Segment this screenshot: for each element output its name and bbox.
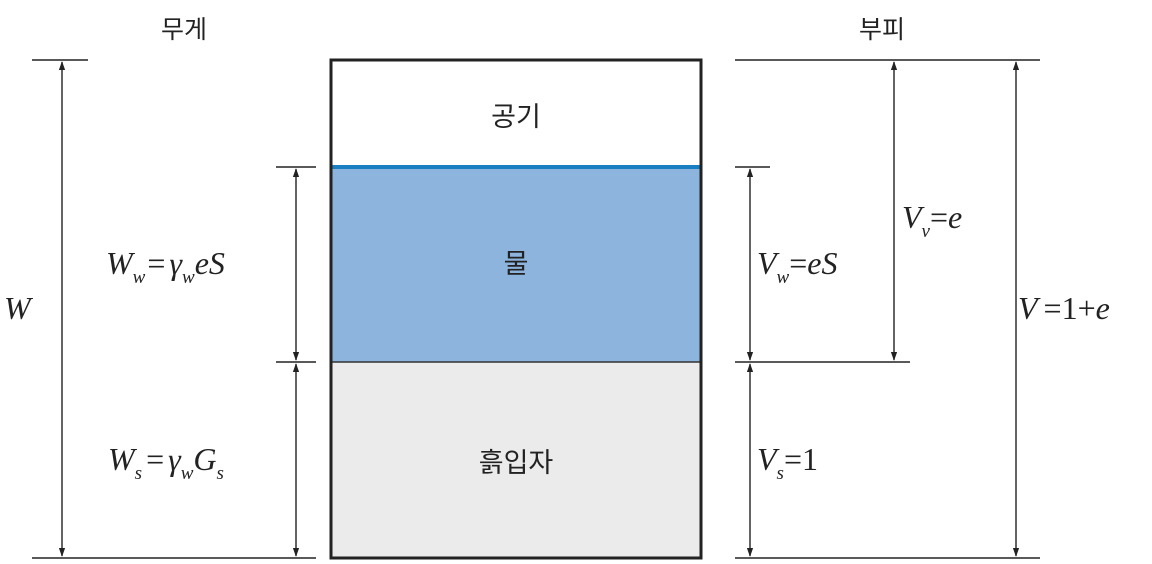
water-label: 물 xyxy=(504,249,529,280)
total-volume-label: V=1+e xyxy=(1018,290,1110,326)
solid-weight-label: Ws=γwGs xyxy=(108,441,224,484)
air-label: 공기 xyxy=(491,102,541,133)
air-phase xyxy=(331,60,701,167)
solid-volume-label: Vs=1 xyxy=(757,441,818,484)
solid-phase xyxy=(331,362,701,558)
void-volume-label: Vv=e xyxy=(902,199,962,242)
water-volume-label: Vw=eS xyxy=(757,245,837,288)
water-phase xyxy=(331,167,701,362)
volume-header: 부피 xyxy=(859,15,905,44)
total-weight-label: W xyxy=(4,290,34,326)
phase-block-outline xyxy=(329,58,703,560)
weight-header: 무게 xyxy=(161,15,207,44)
solid-label: 흙입자 xyxy=(479,448,554,479)
water-weight-label: Ww=γweS xyxy=(106,245,225,288)
